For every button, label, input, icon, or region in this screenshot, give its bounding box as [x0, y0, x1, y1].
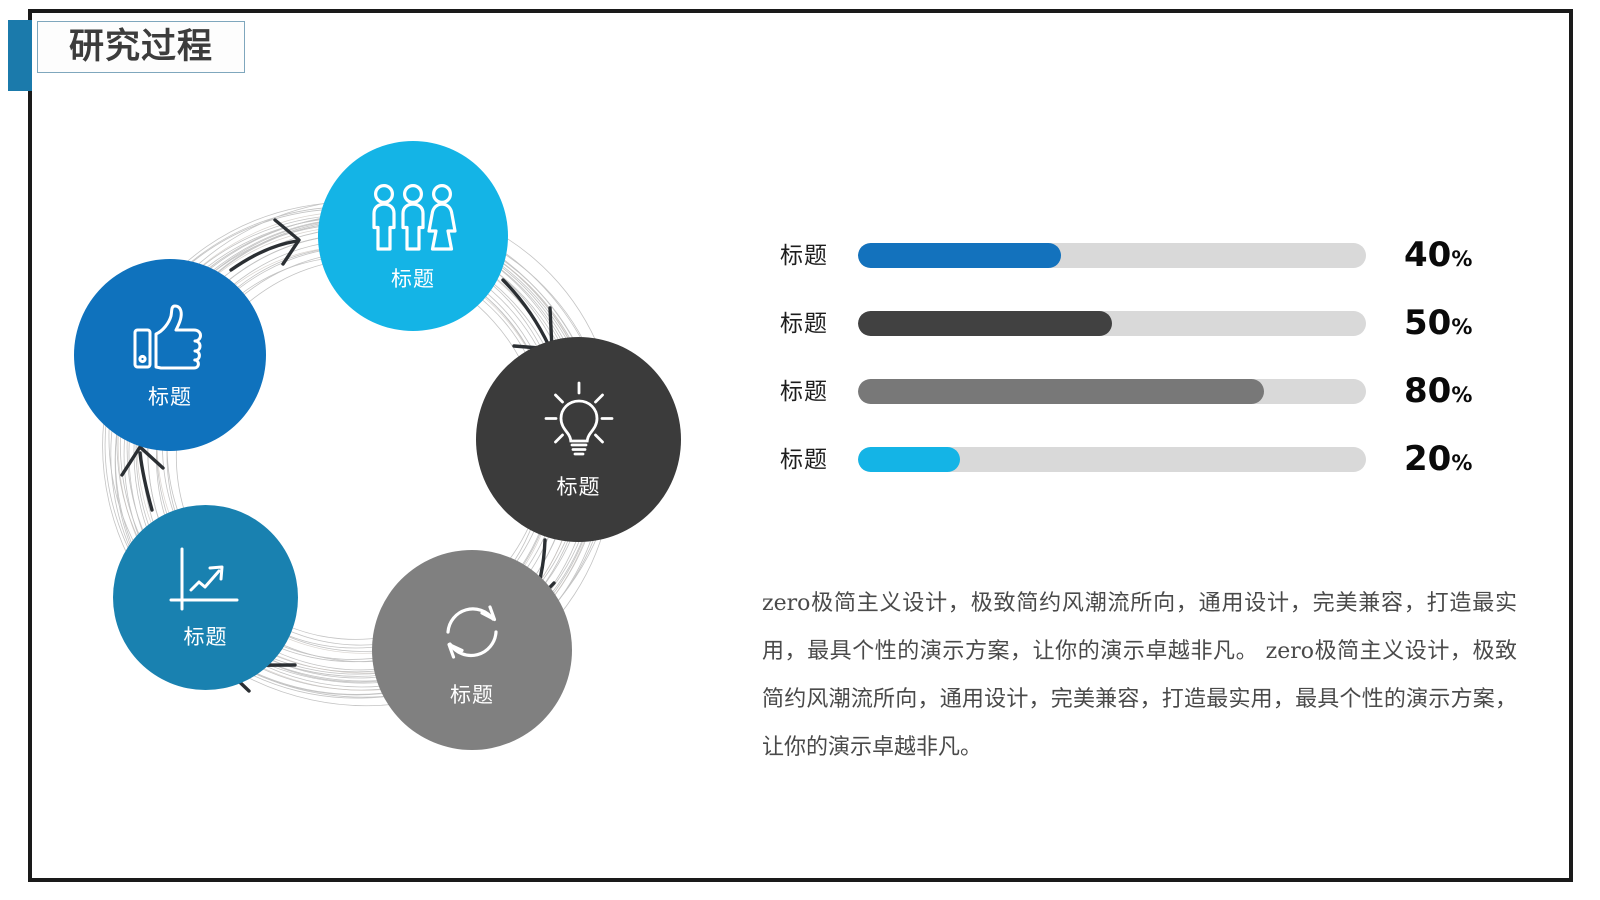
diagram-node-label: 标题 — [450, 683, 494, 707]
progress-bar-fill — [858, 242, 1062, 268]
process-arrow — [229, 218, 301, 272]
progress-bar-fill — [858, 378, 1265, 404]
progress-bar-label: 标题 — [780, 445, 828, 472]
progress-bar-track[interactable] — [858, 242, 1366, 268]
diagram-node-label: 标题 — [148, 385, 192, 409]
lightbulb-icon — [544, 381, 613, 456]
progress-bar-row[interactable]: 标题 80% — [780, 374, 1490, 408]
progress-bars-panel: 标题 40% 标题 50% 标题 80% 标题 20% — [780, 238, 1490, 476]
progress-bar-value: 40% — [1404, 235, 1473, 275]
title-box: 研究过程 — [37, 21, 245, 73]
percent-sign: % — [1451, 315, 1473, 339]
progress-bar-value: 50% — [1404, 303, 1473, 343]
growth-chart-icon — [169, 547, 238, 611]
diagram-node-label: 标题 — [183, 626, 228, 649]
diagram-node-label: 标题 — [391, 267, 435, 291]
refresh-cycle-icon — [446, 604, 498, 659]
progress-bar-label: 标题 — [780, 241, 828, 268]
frame-border-bottom — [28, 878, 1573, 882]
progress-bar-value: 20% — [1404, 439, 1473, 479]
progress-bar-fill — [858, 310, 1112, 336]
progress-bar-row[interactable]: 标题 20% — [780, 442, 1490, 476]
process-arrow — [120, 445, 165, 512]
progress-bar-label: 标题 — [780, 377, 828, 404]
progress-bar-label: 标题 — [780, 309, 828, 336]
progress-bar-fill — [858, 446, 960, 472]
diagram-node-thumbs-up[interactable]: 标题 — [74, 259, 266, 451]
page-title: 研究过程 — [68, 26, 213, 67]
diagram-node-label: 标题 — [556, 476, 601, 499]
frame-border-right — [1569, 9, 1573, 882]
progress-bar-row[interactable]: 标题 50% — [780, 306, 1490, 340]
frame-border-left — [28, 9, 32, 882]
diagram-node-chart[interactable]: 标题 — [113, 505, 298, 690]
progress-bar-track[interactable] — [858, 378, 1366, 404]
people-group-icon — [372, 183, 457, 251]
progress-bar-track[interactable] — [858, 446, 1366, 472]
percent-sign: % — [1451, 247, 1473, 271]
diagram-node-idea[interactable]: 标题 — [476, 337, 681, 542]
diagram-node-people[interactable]: 标题 — [318, 141, 508, 331]
thumbs-up-icon — [133, 304, 202, 369]
progress-bar-value: 80% — [1404, 371, 1473, 411]
progress-bar-track[interactable] — [858, 310, 1366, 336]
frame-border-top — [28, 9, 1573, 13]
body-paragraph: zero极简主义设计，极致简约风潮流所向，通用设计，完美兼容，打造最实用，最具个… — [762, 591, 1517, 760]
percent-sign: % — [1451, 383, 1473, 407]
title-accent-bar — [8, 20, 32, 91]
percent-sign: % — [1451, 451, 1473, 475]
progress-bar-row[interactable]: 标题 40% — [780, 238, 1490, 272]
diagram-node-cycle[interactable]: 标题 — [372, 550, 572, 750]
